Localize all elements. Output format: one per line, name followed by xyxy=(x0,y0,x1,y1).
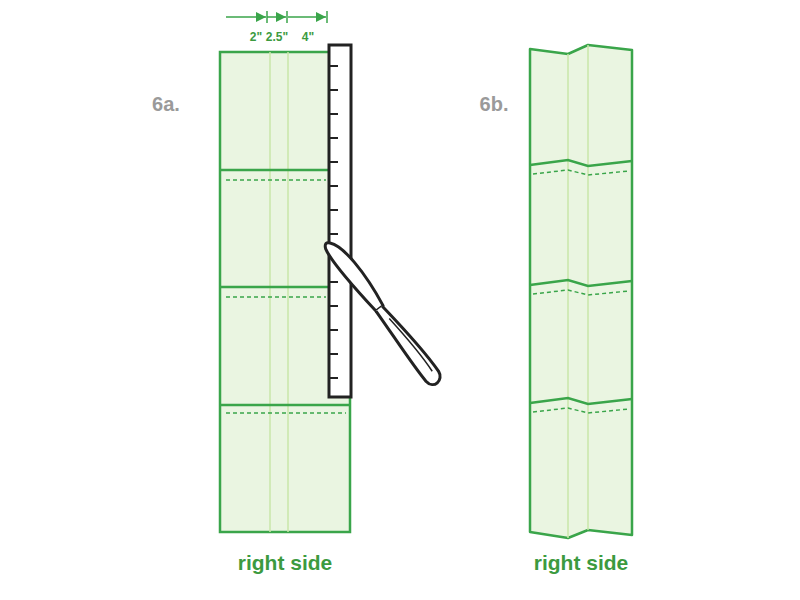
step-number: 6a. xyxy=(152,94,180,114)
side-label: right side xyxy=(238,552,333,573)
butter-knife xyxy=(322,236,444,388)
dimension-arrows xyxy=(226,11,327,23)
side-label: right side xyxy=(534,552,629,573)
dimension-label: 4" xyxy=(302,31,314,43)
step-number: 6b. xyxy=(480,94,509,114)
ruler xyxy=(329,45,351,397)
dimension-label: 2" xyxy=(250,31,262,43)
dimension-label: 2.5" xyxy=(266,31,288,43)
napkin-strip-6b xyxy=(530,45,632,538)
